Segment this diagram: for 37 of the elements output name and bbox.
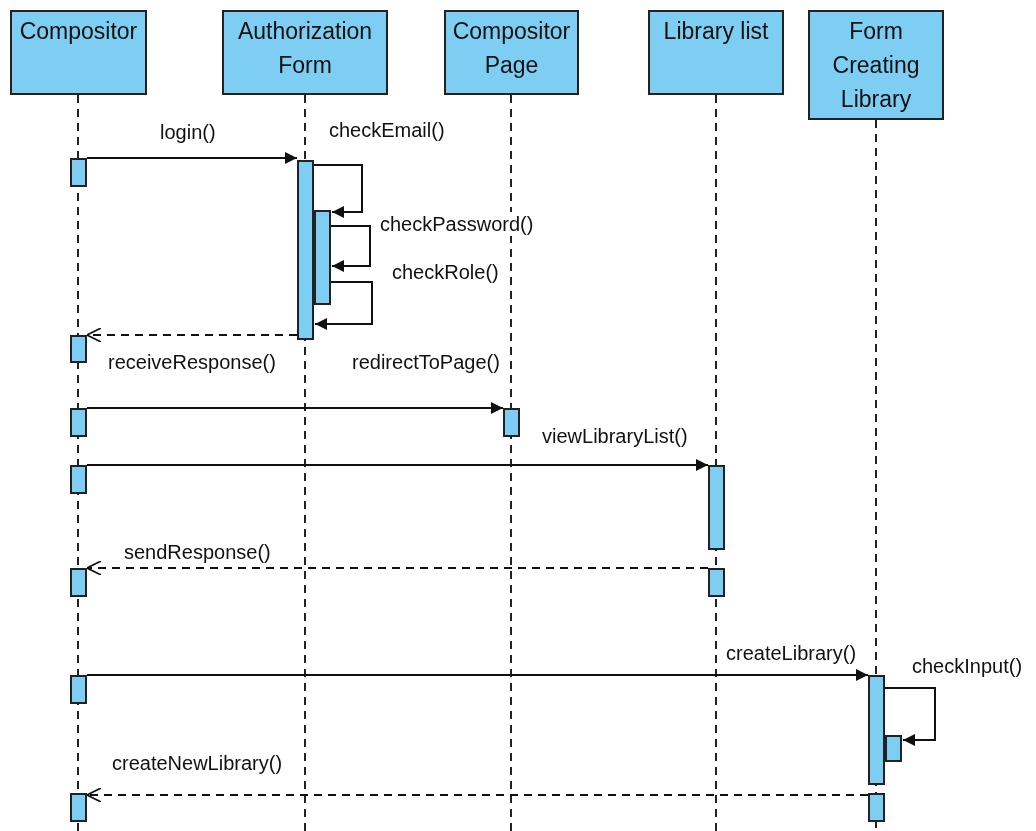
participant-name: Authorization Form xyxy=(236,17,374,80)
self-message-arrow xyxy=(884,687,936,746)
message-arrow xyxy=(86,459,709,471)
participant-box xyxy=(444,10,579,95)
activation-bar xyxy=(70,793,87,822)
activation-bar xyxy=(70,158,87,187)
message-arrow xyxy=(86,669,869,681)
return-message-arrow xyxy=(86,560,709,576)
participant-name: Compositor xyxy=(19,17,138,46)
participant-box xyxy=(648,10,784,95)
participant-name: Library list xyxy=(663,17,769,46)
participant-name: Form Creating Library xyxy=(831,17,921,114)
activation-bar xyxy=(885,735,902,762)
participant-box xyxy=(222,10,388,95)
activation-bar xyxy=(70,465,87,494)
activation-bar xyxy=(70,408,87,437)
activation-bar xyxy=(503,408,520,437)
activation-bar xyxy=(708,568,725,597)
self-message-arrow xyxy=(313,164,363,218)
activation-bar xyxy=(70,568,87,597)
activation-bar xyxy=(708,465,725,550)
return-message-arrow xyxy=(86,787,869,803)
participant-box xyxy=(10,10,147,95)
activation-bar xyxy=(70,675,87,704)
activation-bar xyxy=(314,210,331,305)
self-message-arrow xyxy=(314,281,373,330)
activation-bar xyxy=(70,335,87,363)
message-arrow xyxy=(86,152,298,164)
self-message-arrow xyxy=(330,225,371,272)
message-arrow xyxy=(86,402,504,414)
participant-name: Compositor Page xyxy=(451,17,572,80)
message-label: checkPassword() xyxy=(378,212,536,236)
participant-box xyxy=(808,10,944,120)
activation-bar xyxy=(297,160,314,340)
activation-bar xyxy=(868,675,885,785)
return-message-arrow xyxy=(86,327,298,343)
activation-bar xyxy=(868,793,885,822)
